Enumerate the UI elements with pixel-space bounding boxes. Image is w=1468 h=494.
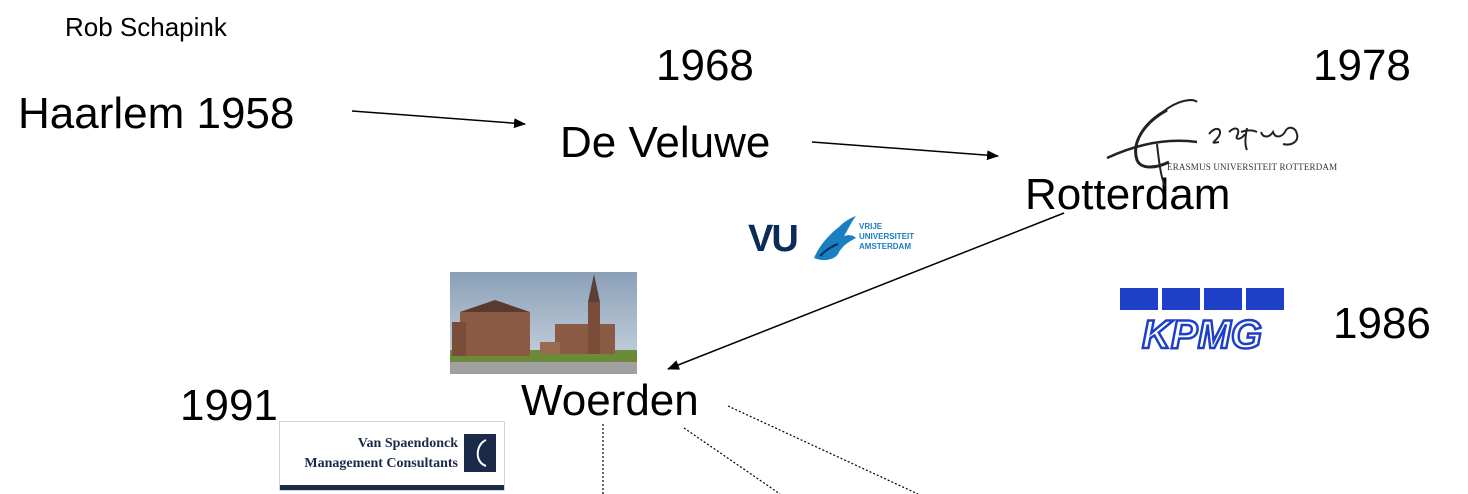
place-veluwe: De Veluwe: [560, 118, 771, 167]
vu-logo: VU VRIJE UNIVERSITEIT AMSTERDAM: [748, 210, 948, 270]
author-name: Rob Schapink: [65, 12, 227, 42]
van-spaendonck-emblem-icon: [464, 434, 496, 472]
arrow-haarlem-veluwe: [351, 110, 526, 129]
kpmg-logo: KPMG: [1110, 286, 1293, 358]
griffin-icon: [814, 216, 856, 261]
year-1978: 1978: [1313, 41, 1411, 90]
van-spaendonck-line1: Van Spaendonck: [357, 436, 458, 451]
dotted-line-3: [727, 405, 919, 494]
dotted-line-2: [683, 427, 781, 494]
vu-mark: VU: [748, 218, 799, 260]
year-1968: 1968: [656, 41, 754, 90]
arrow-rotterdam-woerden: [667, 212, 1065, 370]
van-spaendonck-logo: Van Spaendonck Management Consultants: [279, 421, 505, 491]
kpmg-wordmark: KPMG: [1142, 313, 1262, 354]
place-rotterdam: Rotterdam: [1025, 170, 1231, 219]
kpmg-mark-icon: KPMG: [1120, 288, 1284, 358]
erasmus-caption: ERASMUS UNIVERSITEIT ROTTERDAM: [1167, 162, 1338, 172]
van-spaendonck-bar: [280, 485, 504, 490]
church-castle-icon: [450, 272, 637, 374]
erasmus-logo: ERASMUS UNIVERSITEIT ROTTERDAM: [1097, 82, 1462, 187]
year-1986: 1986: [1333, 299, 1431, 348]
erasmus-signature-icon: [1106, 99, 1299, 187]
woerden-photo: [450, 272, 637, 374]
place-haarlem: Haarlem 1958: [18, 89, 295, 138]
van-spaendonck-text: Van Spaendonck Management Consultants: [304, 434, 458, 474]
van-spaendonck-line2: Management Consultants: [304, 456, 458, 471]
arrow-veluwe-rotterdam: [811, 141, 999, 161]
place-woerden: Woerden: [521, 376, 699, 425]
vu-caption: VRIJE UNIVERSITEIT AMSTERDAM: [859, 222, 915, 251]
year-1991: 1991: [180, 381, 278, 430]
